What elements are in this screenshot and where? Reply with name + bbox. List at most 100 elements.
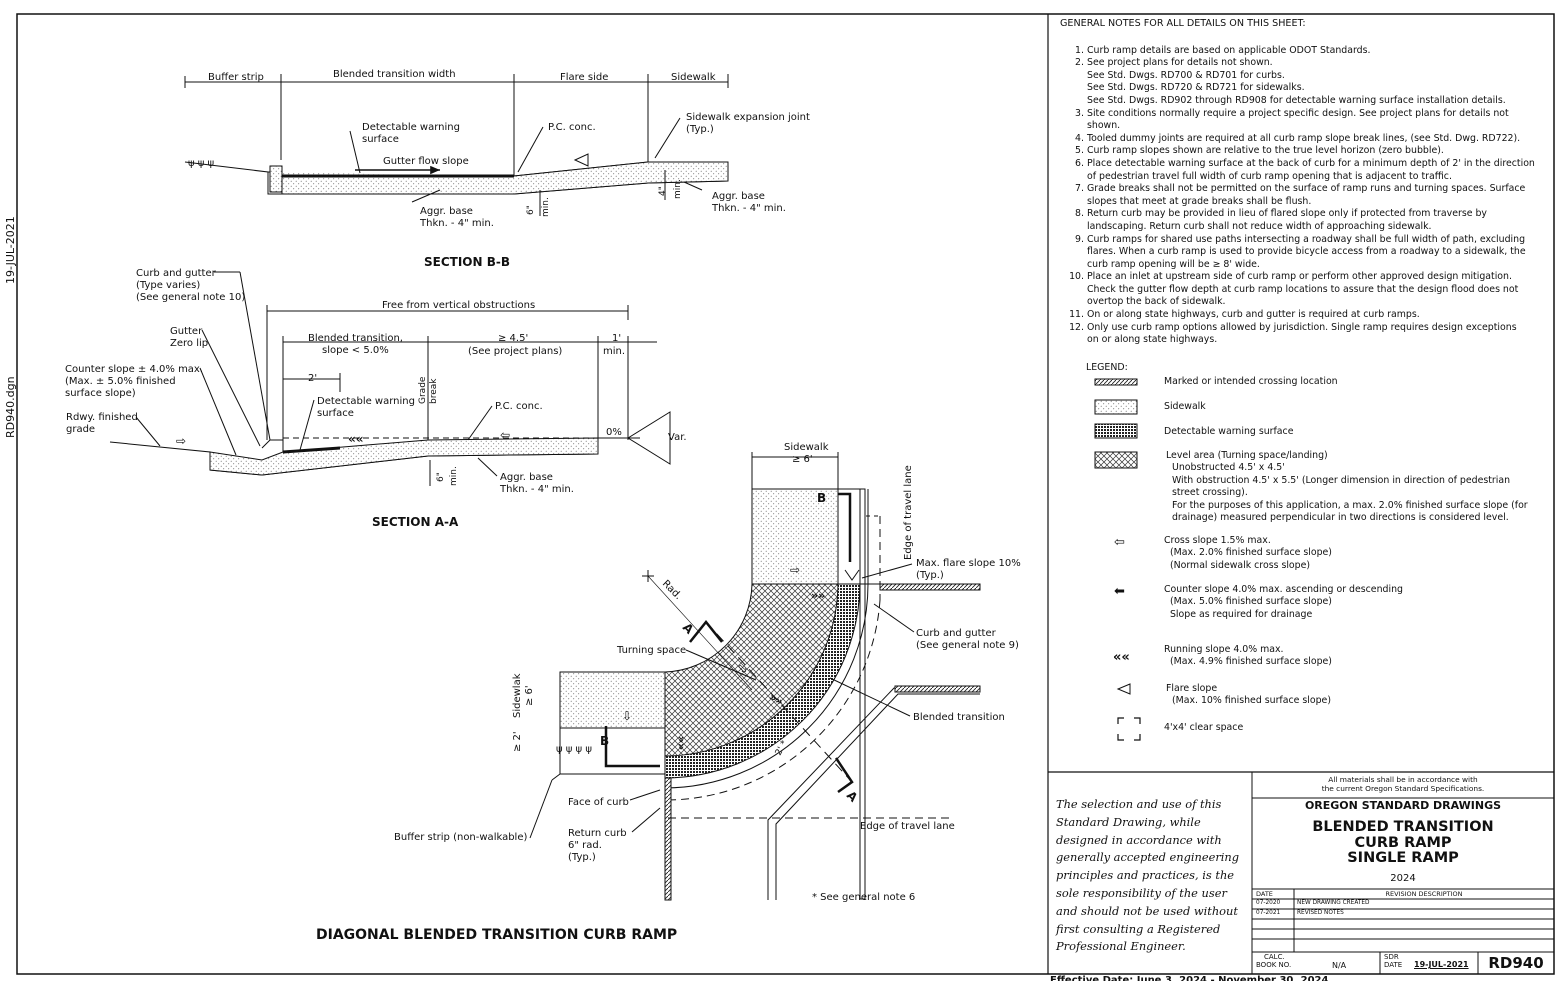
legend-symbol-crosshatch [1094,451,1138,469]
drawing-title-line2: CURB RAMP [1354,834,1452,851]
note-item: 10.Place an inlet at upstream side of cu… [1060,271,1550,309]
rev-desc-header: REVISION DESCRIPTION [1385,890,1463,898]
disclaimer: The selection and use of this Standard D… [1056,797,1240,954]
note-line: See Std. Dwgs. RD720 & RD721 for sidewal… [1087,82,1305,94]
note-line: landscaping. Return curb shall not reduc… [1087,220,1432,232]
plan-arrow2: ⇩ [622,709,632,723]
drawing-title: BLENDED TRANSITION CURB RAMP SINGLE RAMP [1252,819,1554,867]
note-item: 8.Return curb may be provided in lieu of… [1060,208,1550,233]
section-bb-title: SECTION B-B [424,255,510,269]
rev-row-1: 07-2020 NEW DRAWING CREATED [1256,900,1370,906]
rev-desc: NEW DRAWING CREATED [1297,900,1370,906]
notes-heading: GENERAL NOTES FOR ALL DETAILS ON THIS SH… [1060,18,1306,29]
aa-var: Var. [668,432,687,443]
aa-g45b: (See project plans) [468,346,562,357]
grass-bb: ψ ψ ψ [188,158,215,169]
legend-text: For the purposes of this application, a … [1166,499,1528,511]
plan-chev3: »» [675,736,688,750]
note-body: Grade breaks shall not be permitted on t… [1087,183,1525,208]
bb-six: 6" [526,205,536,215]
note-line: Curb ramps for shared use paths intersec… [1087,233,1526,245]
note-line: See Std. Dwgs. RD902 through RD908 for d… [1087,94,1506,106]
legend-text: (Max. 2.0% finished surface slope) [1164,547,1332,559]
note-line: On or along state highways, curb and gut… [1087,309,1420,321]
legend-item-dws: Detectable warning surface [1164,426,1293,438]
plan-blended: Blended transition [913,712,1005,723]
drawing-year: 2024 [1390,873,1416,884]
note-item: 12.Only use curb ramp options allowed by… [1060,322,1550,347]
sdr-date-value: 19-JUL-2021 [1414,960,1469,969]
rev-date: 07-2021 [1256,910,1281,916]
aa-arrow-cross: ⇦ [500,428,510,442]
note-line: flares. When a curb ramp is used to prov… [1087,246,1526,258]
legend-symbols: ⇦ ⬅ «« [1094,378,1141,741]
note-body: Return curb may be provided in lieu of f… [1087,208,1487,233]
aa-g45: ≥ 4.5' [498,333,528,344]
side-filename: RD940.dgn [4,376,17,438]
bb-sej-label2: (Typ.) [686,124,714,135]
note-line: Return curb may be provided in lieu of f… [1087,208,1487,220]
note-line: of pedestrian travel full width of curb … [1087,170,1452,182]
bb-aggr1: Aggr. base [420,206,473,217]
note-body: Tooled dummy joints are required at all … [1087,133,1520,146]
aa-cg3: (See general note 10) [136,292,245,303]
aa-cs2: (Max. ± 5.0% finished [65,376,176,387]
section-aa: Curb and gutter (Type varies) (See gener… [65,268,687,529]
legend-text: Unobstructed 4.5' x 4.5' [1166,462,1285,474]
note-line: on or along state highways. [1087,334,1218,346]
bb-dim-flare: Flare side [560,72,608,83]
aa-six: 6" [436,472,446,482]
note-line: overtop the back of sidewalk. [1087,296,1226,308]
rev-date-header: DATE [1256,890,1273,898]
drawing-title-line1: BLENDED TRANSITION [1312,819,1494,835]
plan-seenote: * See general note 6 [812,892,915,903]
note-line: Curb ramp details are based on applicabl… [1087,44,1371,56]
calc-book-label: CALC. BOOK NO. [1256,953,1291,969]
note-body: Place an inlet at upstream side of curb … [1087,271,1518,309]
note-item: 4.Tooled dummy joints are required at al… [1060,133,1550,146]
note-line: curb ramp opening will be ≥ 8' wide. [1087,258,1260,270]
aa-min: min. [449,466,459,486]
plan-rad: Rad. [660,578,684,602]
legend-text: With obstruction 4.5' x 5.5' (Longer dim… [1166,474,1511,486]
plan-chev2: »» [767,690,786,708]
aa-rdwy2: grade [66,424,95,435]
date-label: DATE [1384,961,1403,969]
note-number: 12. [1069,321,1084,333]
note-line: slopes that meet at grade breaks shall b… [1087,195,1312,207]
plan-maxflare2: (Typ.) [916,570,944,581]
legend-solid-arrow-icon: ⬅ [1114,584,1125,599]
legend-item-flare: Flare slope (Max. 10% finished surface s… [1166,683,1331,708]
materials-line2: the current Oregon Standard Specificatio… [1321,784,1485,794]
legend-text: Slope as required for drainage [1164,608,1313,620]
legend-flare-icon [1116,683,1131,695]
bb-aggr2: Aggr. base [712,191,765,202]
note-body: Place detectable warning surface at the … [1087,158,1535,183]
aa-rdwy1: Rdwy. finished [66,412,138,423]
rev-desc: REVISED NOTES [1297,910,1344,916]
notes-list: 1.Curb ramp details are based on applica… [1060,45,1550,347]
plan-curb1: Curb and gutter [916,628,997,639]
legend-text: street crossing). [1166,487,1248,499]
note-body: See project plans for details not shown.… [1087,57,1506,107]
effective-date: Effective Date: June 3, 2024 - November … [1050,975,1329,981]
plan-ret2: 6" rad. [568,840,602,851]
rev-row-2: 07-2021 REVISED NOTES [1256,910,1344,916]
plan-face: Face of curb [568,797,629,808]
aa-arrow-rdwy: ⇨ [176,434,186,448]
aa-free: Free from vertical obstructions [382,300,535,311]
plan-turning: Turning space [616,645,686,656]
plan-two: ≥ 2' [512,731,523,752]
plan-edge1: Edge of travel lane [903,465,914,560]
bb-aggr1b: Thkn. - 4" min. [419,218,494,229]
sdr-date-label: SDR DATE [1384,953,1402,969]
bb-dws-label2: surface [362,134,399,145]
aa-grade1: Grade [418,376,428,404]
legend-text: Counter slope 4.0% max. ascending or des… [1164,584,1403,595]
plan-sidewlak: Sidewlak [512,673,523,718]
legend-text: (Normal sidewalk cross slope) [1164,559,1311,571]
legend-text: (Max. 10% finished surface slope) [1166,695,1331,707]
title-block-lines [1251,772,1554,974]
note-body: On or along state highways, curb and gut… [1087,309,1420,322]
